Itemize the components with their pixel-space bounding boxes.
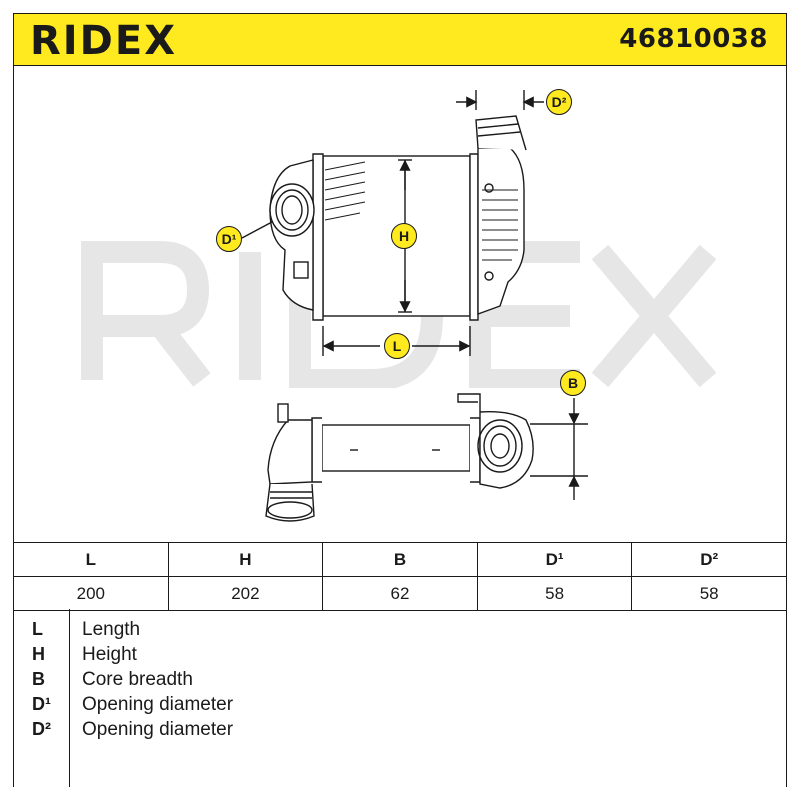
- intercooler-drawing: [241, 90, 588, 522]
- legend-text: Length: [82, 619, 141, 640]
- header-bar: RIDEX 46810038: [13, 13, 787, 66]
- legend-code: L: [32, 619, 43, 639]
- callout-d2: D²: [546, 89, 572, 115]
- table-header-b: B: [322, 542, 478, 577]
- legend-code: H: [32, 644, 45, 664]
- table-value-l: 200: [13, 576, 169, 611]
- table-header-l: L: [13, 542, 169, 577]
- table-row: 200 202 62 58 58: [13, 576, 787, 611]
- technical-drawing-area: [13, 66, 787, 542]
- legend-text: Opening diameter: [82, 719, 234, 740]
- table-header-d1: D¹: [476, 542, 633, 577]
- legend-code: B: [32, 669, 45, 689]
- list-item: D¹ Opening diameter: [14, 694, 786, 719]
- list-item: D² Opening diameter: [14, 719, 786, 744]
- legend-divider: [69, 609, 70, 787]
- legend-text: Opening diameter: [82, 694, 234, 715]
- legend-code: D¹: [32, 694, 51, 714]
- callout-l: L: [384, 333, 410, 359]
- legend-text: Height: [82, 644, 137, 665]
- legend-code: D²: [32, 719, 51, 739]
- callout-b: B: [560, 370, 586, 396]
- callout-h: H: [391, 223, 417, 249]
- list-item: B Core breadth: [14, 669, 786, 694]
- table-header-h: H: [167, 542, 324, 577]
- table-value-h: 202: [167, 576, 324, 611]
- callout-d1: D¹: [216, 226, 242, 252]
- legend: L Length H Height B Core breadth D¹ Open…: [13, 609, 787, 787]
- list-item: H Height: [14, 644, 786, 669]
- table-value-d2: 58: [631, 576, 787, 611]
- dimensions-table: L H B D¹ D² 200 202 62 58 58: [13, 542, 787, 611]
- part-number: 46810038: [619, 24, 768, 54]
- legend-text: Core breadth: [82, 669, 193, 690]
- table-value-d1: 58: [476, 576, 633, 611]
- table-value-b: 62: [322, 576, 478, 611]
- table-header-row: L H B D¹ D²: [13, 542, 787, 577]
- brand-logo: RIDEX: [30, 18, 178, 64]
- list-item: L Length: [14, 619, 786, 644]
- table-header-d2: D²: [631, 542, 787, 577]
